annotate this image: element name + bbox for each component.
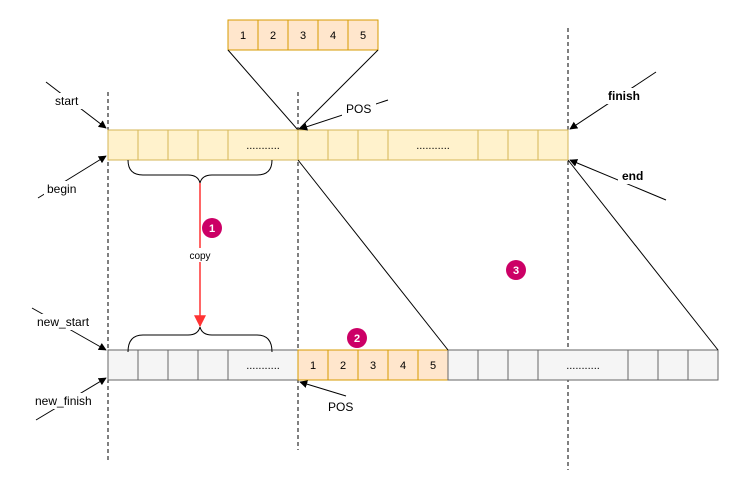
- new-array: ........... 1 2 3 4 5 ...........: [107, 349, 719, 381]
- pos-bottom-label-bg: [324, 399, 360, 415]
- new-inserted-cell-label: 5: [430, 360, 436, 372]
- step-badge-1: 1: [202, 218, 222, 238]
- new-cell-ellipsis: [227, 349, 299, 381]
- copy-label-bg: [186, 248, 214, 262]
- end-label-bg: [618, 168, 652, 184]
- new-inserted-cell-label: 4: [400, 360, 406, 372]
- insert-cell: [347, 19, 379, 51]
- start-label-bg: [50, 93, 86, 109]
- new-inserted-cell: [357, 349, 389, 381]
- old-cell: [537, 129, 569, 161]
- curly-brace-top: [127, 159, 273, 184]
- finish-label-bg: [604, 88, 650, 104]
- new-cell: [477, 349, 509, 381]
- new-cell: [167, 349, 199, 381]
- old-cell: [507, 129, 539, 161]
- new-finish-label: new_finish: [35, 394, 92, 408]
- old-ellipsis-right: ...........: [416, 140, 450, 152]
- new-cell-ellipsis: [537, 349, 629, 381]
- insert-cell-label: 5: [360, 30, 366, 42]
- step-badge-1-label: 1: [209, 223, 215, 235]
- old-cell: [197, 129, 229, 161]
- new-start-label: new_start: [37, 315, 90, 329]
- new-cell: [687, 349, 719, 381]
- tail-map-line-left: [297, 159, 449, 351]
- insert-funnel-line-right: [297, 49, 379, 131]
- insert-cell: [287, 19, 319, 51]
- new-ellipsis-right: ...........: [566, 360, 600, 372]
- pos-top-label: POS: [346, 102, 371, 116]
- new-inserted-cell: [327, 349, 359, 381]
- insert-funnel-line-left: [227, 49, 299, 131]
- insert-cell-label: 2: [270, 30, 276, 42]
- old-cell: [477, 129, 509, 161]
- new-inserted-cell: [297, 349, 329, 381]
- curly-brace-bottom: [127, 326, 273, 353]
- old-cell: [357, 129, 389, 161]
- new-start-label-bg: [34, 314, 100, 330]
- pos-bottom-arrow: [299, 380, 347, 397]
- pos-top-label-bg: [342, 101, 376, 117]
- new-ellipsis-left: ...........: [246, 360, 280, 372]
- new-inserted-cell-label: 1: [310, 360, 316, 372]
- new-inserted-cell-label: 3: [370, 360, 376, 372]
- tail-map-line-right: [567, 159, 719, 351]
- old-array: ........... ...........: [107, 129, 569, 161]
- begin-label: begin: [47, 182, 76, 196]
- insert-cell: [317, 19, 349, 51]
- step-badge-2-label: 2: [354, 333, 360, 345]
- old-ellipsis-left: ...........: [246, 140, 280, 152]
- pos-bottom-label: POS: [328, 400, 353, 414]
- finish-label: finish: [608, 89, 640, 103]
- old-cell: [327, 129, 359, 161]
- insert-cell-label: 4: [330, 30, 336, 42]
- new-cell: [657, 349, 689, 381]
- old-cell: [167, 129, 199, 161]
- new-inserted-cell-label: 2: [340, 360, 346, 372]
- new-cell: [107, 349, 139, 381]
- begin-label-bg: [44, 181, 84, 197]
- old-cell-ellipsis: [387, 129, 479, 161]
- old-cell-ellipsis: [227, 129, 299, 161]
- new-cell: [197, 349, 229, 381]
- insert-cell-label: 1: [240, 30, 246, 42]
- old-cell: [107, 129, 139, 161]
- copy-label: copy: [189, 251, 210, 262]
- insert-cell-label: 3: [300, 30, 306, 42]
- step-badge-3: 3: [506, 260, 526, 280]
- new-cell: [507, 349, 539, 381]
- start-label: start: [55, 94, 79, 108]
- step-badge-2: 2: [347, 328, 367, 348]
- end-label: end: [622, 169, 643, 183]
- old-cell: [137, 129, 169, 161]
- new-finish-label-bg: [32, 393, 104, 409]
- new-cell: [447, 349, 479, 381]
- new-cell: [627, 349, 659, 381]
- new-inserted-cell: [387, 349, 419, 381]
- new-cell: [137, 349, 169, 381]
- insert-block: 1 2 3 4 5: [227, 19, 379, 51]
- step-badge-3-label: 3: [513, 265, 519, 277]
- old-cell: [297, 129, 329, 161]
